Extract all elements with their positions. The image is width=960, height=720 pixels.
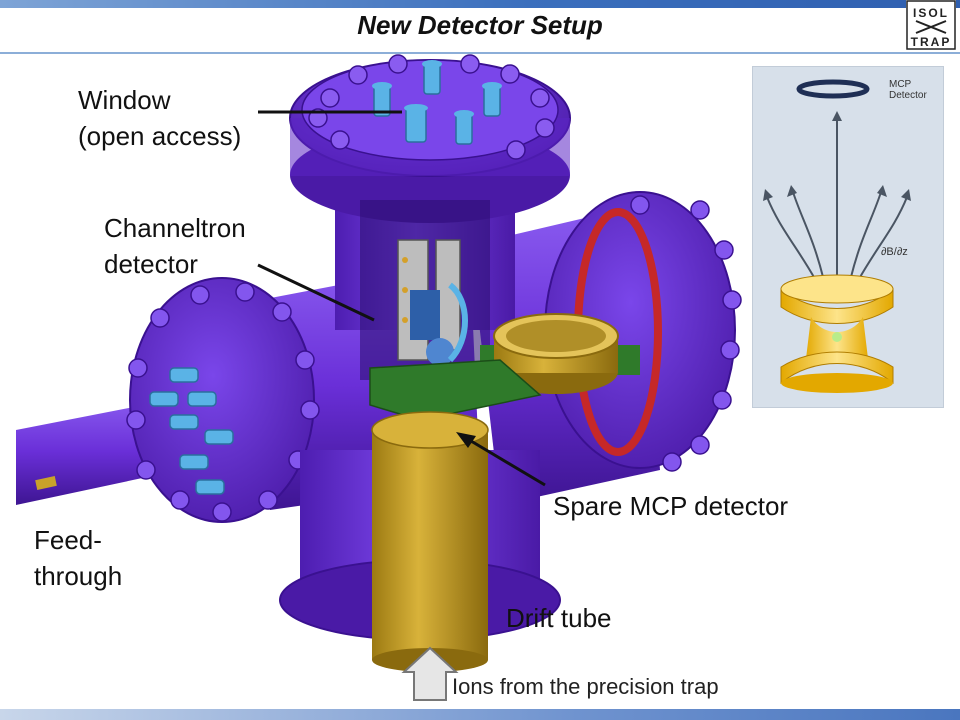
channeltron-assembly [397, 239, 468, 366]
mcp-pointer-line [465, 436, 546, 487]
isoltrap-logo: ISOL TRAP [906, 0, 956, 50]
field-line-arrowheads [763, 111, 911, 201]
title-band [0, 8, 960, 54]
top-accent-bar [0, 0, 960, 8]
field-lines [766, 117, 908, 280]
drift-tube-label: Drift tube [506, 603, 612, 633]
logo-text-bottom: TRAP [911, 35, 952, 49]
drift-tube [372, 430, 488, 660]
spare-mcp-label: Spare MCP detector [553, 491, 789, 521]
page-title: New Detector Setup [357, 10, 603, 40]
window-connector-caps [372, 60, 502, 118]
green-mount-plate [369, 359, 542, 421]
logo-text-top: ISOL [913, 6, 949, 20]
channeltron-label: Channeltron detector [104, 213, 246, 279]
isoltrap-logo-icon: ISOL TRAP [906, 0, 956, 50]
window-label: Window (open access) [78, 85, 242, 151]
mcp-pointer-arrowhead [456, 432, 476, 448]
bottom-accent-bar [0, 709, 960, 720]
trapped-ion-icon [832, 332, 842, 342]
mcp-detector-label: MCP Detector [889, 79, 927, 101]
inset-field-diagram [763, 79, 911, 393]
feedthrough-label: Feed- through [34, 525, 123, 591]
ions-label: Ions from the precision trap [452, 674, 719, 699]
right-flange-bolts [630, 195, 742, 472]
feedthrough-connectors [149, 367, 234, 495]
window-connectors [373, 63, 501, 145]
penning-trap [780, 274, 894, 393]
ions-up-arrow-icon [401, 646, 459, 701]
inset-schematic: MCP Detector ∂B/∂z [752, 66, 944, 408]
mcp-ring-icon [796, 79, 870, 99]
gradient-label: ∂B/∂z [881, 246, 908, 258]
top-flange-bolts [308, 54, 555, 160]
channeltron-pointer-line [257, 263, 375, 322]
pipe-tip [35, 476, 57, 490]
left-flange [129, 277, 315, 523]
